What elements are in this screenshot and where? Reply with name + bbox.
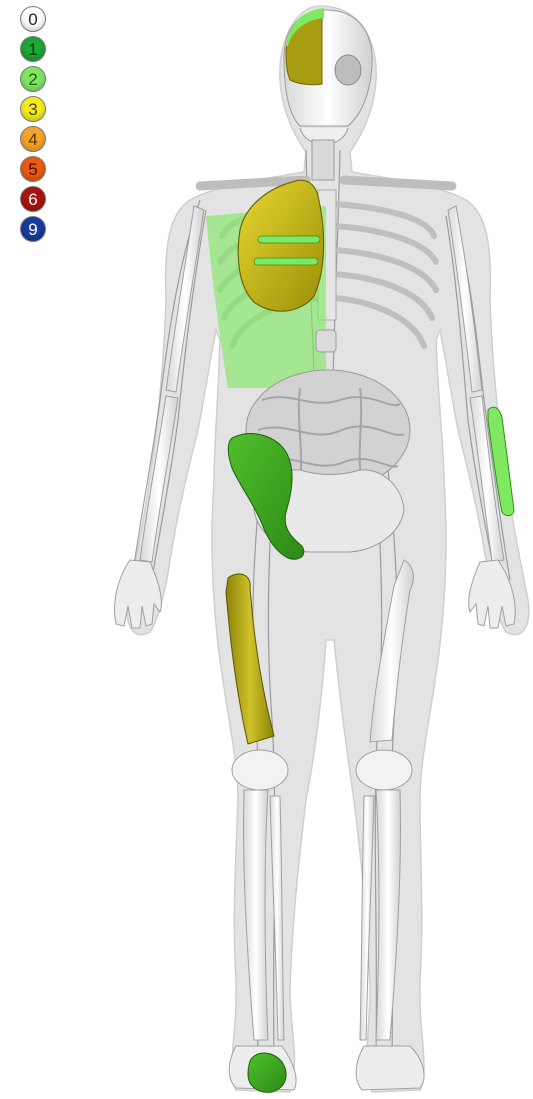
cervical-spine <box>312 140 334 180</box>
knees <box>232 750 412 790</box>
